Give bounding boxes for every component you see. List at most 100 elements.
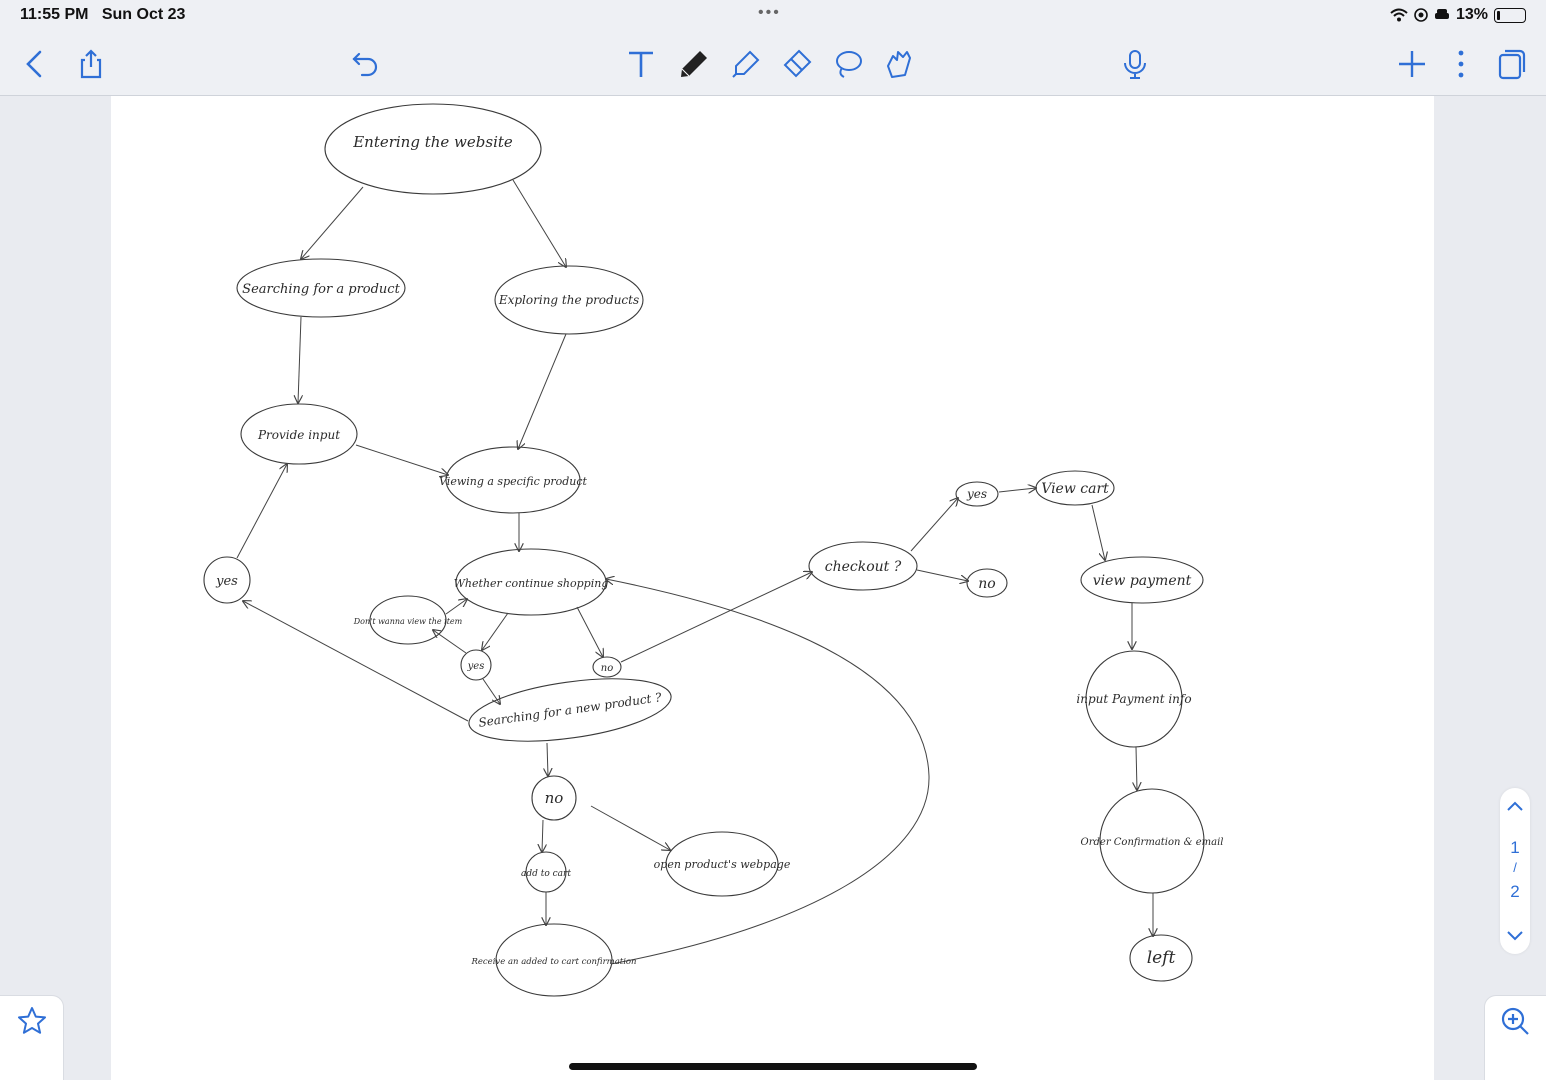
label-no-lower: no: [545, 789, 564, 807]
lasso-icon: [836, 51, 862, 78]
edge-nomid-checkout: [620, 572, 812, 663]
edge-nolower-openpage: [590, 805, 670, 850]
edge-searchnew-yesleft: [243, 601, 469, 722]
text-tool-icon: [629, 51, 653, 77]
edge-receive-continue: [606, 579, 930, 965]
undo-button[interactable]: [346, 44, 386, 84]
edge-enter-search: [301, 186, 364, 259]
node-no-lower-shape: [531, 775, 577, 821]
text-tool-button[interactable]: [621, 44, 661, 84]
node-input-payment-shape: [1085, 650, 1183, 748]
edge-viewcart-payment: [1091, 504, 1105, 560]
highlighter-tool-button[interactable]: [726, 44, 766, 84]
label-input-payment: input Payment info: [1076, 692, 1191, 706]
label-open-page: open product's webpage: [654, 858, 791, 871]
microphone-button[interactable]: [1115, 44, 1155, 84]
back-button[interactable]: [14, 44, 54, 84]
edge-nolower-addcart: [542, 819, 543, 852]
pen-tool-button[interactable]: [674, 44, 714, 84]
wifi-icon: [1390, 8, 1408, 22]
page-navigator: 1 / 2: [1500, 788, 1530, 954]
node-checkout-shape: [808, 541, 918, 591]
edge-yes-viewcart: [998, 488, 1036, 492]
node-receive-shape: [495, 923, 613, 997]
status-bar: 11:55 PM Sun Oct 23 ••• 13%: [0, 0, 1546, 32]
label-no-mid: no: [601, 663, 613, 674]
label-continue: Whether continue shopping: [454, 577, 609, 590]
eraser-icon: [783, 49, 812, 78]
edge-yes-dont: [433, 630, 467, 654]
label-order: Order Confirmation & email: [1081, 837, 1224, 848]
more-button[interactable]: [1441, 44, 1481, 84]
page-separator: /: [1513, 860, 1517, 875]
node-dont-shape: [369, 595, 447, 645]
battery-percent: 13%: [1455, 6, 1488, 23]
edge-explore-viewing: [518, 333, 567, 449]
edge-yes-searchnew: [482, 678, 500, 704]
label-input: Provide input: [257, 428, 340, 442]
car-icon: [1434, 9, 1449, 19]
label-left: left: [1147, 948, 1176, 968]
label-receive: Receive an added to cart confirmation: [470, 957, 636, 967]
edge-search-input: [298, 316, 301, 403]
pages-icon: [1498, 49, 1526, 80]
node-explore-shape: [494, 265, 644, 335]
eraser-tool-button[interactable]: [777, 44, 817, 84]
edge-searchnew-nolower: [547, 742, 548, 776]
note-page[interactable]: Entering the website Searching for a pro…: [111, 96, 1434, 1080]
total-pages: 2: [1510, 882, 1520, 901]
label-yes-mid: yes: [467, 661, 485, 672]
canvas[interactable]: Entering the website Searching for a pro…: [0, 96, 1546, 1080]
node-yes-left-shape: [203, 556, 251, 604]
zoom-in-icon[interactable]: [1499, 1005, 1531, 1037]
pen-icon: [681, 51, 707, 77]
location-icon: [1414, 8, 1428, 22]
edge-yesleft-input: [236, 464, 287, 559]
add-page-button[interactable]: [1392, 44, 1432, 84]
flowchart-diagram: Entering the website Searching for a pro…: [203, 103, 1224, 997]
edge-dont-continue: [445, 599, 467, 615]
chevron-down-icon[interactable]: [1505, 926, 1525, 946]
edge-continue-no: [576, 606, 603, 657]
node-enter-shape: [324, 103, 542, 195]
back-icon: [26, 50, 42, 78]
node-no-mid-shape: [592, 656, 622, 678]
share-button[interactable]: [71, 44, 111, 84]
node-left-shape: [1129, 934, 1193, 982]
edge-checkout-yes: [910, 498, 958, 552]
share-icon: [80, 49, 102, 79]
gesture-icon: [887, 51, 911, 78]
lasso-tool-button[interactable]: [828, 44, 868, 84]
label-search: Searching for a product: [242, 282, 400, 297]
favorite-panel: [0, 995, 64, 1080]
home-indicator[interactable]: [569, 1063, 977, 1070]
label-add-cart: add to cart: [521, 869, 571, 879]
multitasking-dots[interactable]: •••: [758, 4, 781, 21]
chevron-up-icon[interactable]: [1505, 796, 1525, 816]
node-order-shape: [1099, 788, 1205, 894]
label-explore: Exploring the products: [498, 293, 639, 307]
edge-input-order: [1136, 746, 1137, 790]
node-yes-checkout-shape: [955, 481, 999, 507]
current-page: 1: [1510, 838, 1520, 857]
highlighter-icon: [732, 50, 760, 78]
edge-enter-explore: [512, 179, 566, 267]
more-icon: [1458, 50, 1464, 78]
edge-continue-yes: [482, 612, 509, 650]
status-time-date: 11:55 PM Sun Oct 23: [20, 6, 186, 23]
gesture-tool-button[interactable]: [879, 44, 919, 84]
node-view-payment-shape: [1080, 556, 1204, 604]
label-checkout: checkout ?: [825, 559, 902, 575]
label-no-checkout: no: [978, 576, 995, 592]
label-dont: Don't wanna view the item: [353, 617, 463, 626]
edge-checkout-no: [916, 569, 968, 581]
star-icon[interactable]: [16, 1005, 48, 1037]
pages-button[interactable]: [1491, 44, 1531, 84]
label-enter: Entering the website: [352, 133, 513, 151]
node-yes-mid-shape: [460, 649, 492, 681]
label-view-cart: View cart: [1041, 481, 1109, 497]
node-viewing-shape: [445, 446, 581, 514]
undo-icon: [352, 52, 378, 77]
toolbar: [0, 32, 1546, 96]
microphone-icon: [1124, 50, 1146, 79]
